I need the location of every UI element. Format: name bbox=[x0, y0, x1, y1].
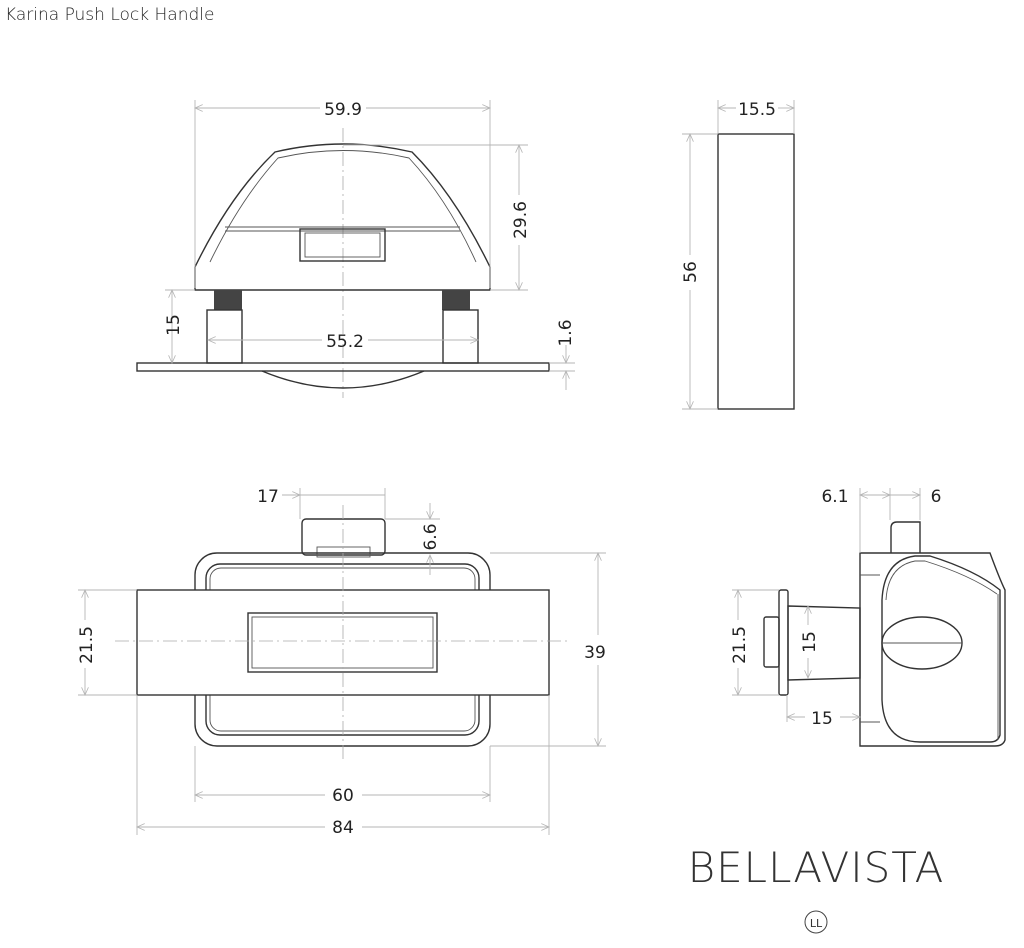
dim-height-29-6: 29.6 bbox=[511, 201, 531, 239]
dim-length-56: 56 bbox=[681, 261, 701, 283]
thread-left bbox=[214, 290, 242, 310]
front-view: 59.9 29.6 15 55.2 1.6 bbox=[136, 100, 576, 398]
dim-bar-height-21-5: 21.5 bbox=[77, 626, 97, 664]
drawing-title: Karina Push Lock Handle bbox=[5, 5, 215, 25]
top-view: 17 6.6 21.5 39 60 84 bbox=[77, 487, 606, 838]
brand-logo: BELLAVISTA LL bbox=[688, 843, 945, 934]
side-view-bottom: 6.1 6 21.5 15 15 bbox=[730, 487, 1006, 747]
dim-width-60: 60 bbox=[332, 786, 354, 806]
dim-depth-39: 39 bbox=[584, 643, 606, 663]
dim-tab-width-17: 17 bbox=[257, 487, 279, 507]
dim-tab-width-6: 6 bbox=[931, 487, 942, 507]
brand-name: BELLAVISTA bbox=[688, 843, 945, 892]
thread-right bbox=[442, 290, 470, 310]
side-view-top: 15.5 56 bbox=[681, 100, 794, 409]
dim-tab-offset-6-1: 6.1 bbox=[821, 487, 848, 507]
dim-shaft-length-15: 15 bbox=[811, 709, 833, 729]
dim-width-84: 84 bbox=[332, 818, 354, 838]
dim-post-spacing-55-2: 55.2 bbox=[326, 332, 364, 352]
dim-plate-1-6: 1.6 bbox=[556, 319, 576, 346]
dim-post-height-15: 15 bbox=[164, 314, 184, 336]
dim-width-59-9: 59.9 bbox=[324, 100, 362, 120]
dim-tab-height-6-6: 6.6 bbox=[421, 523, 441, 550]
dim-shaft-15: 15 bbox=[800, 631, 820, 653]
brand-badge: LL bbox=[810, 917, 823, 930]
dim-depth-15-5: 15.5 bbox=[738, 100, 776, 120]
dim-flange-21-5: 21.5 bbox=[730, 626, 750, 664]
